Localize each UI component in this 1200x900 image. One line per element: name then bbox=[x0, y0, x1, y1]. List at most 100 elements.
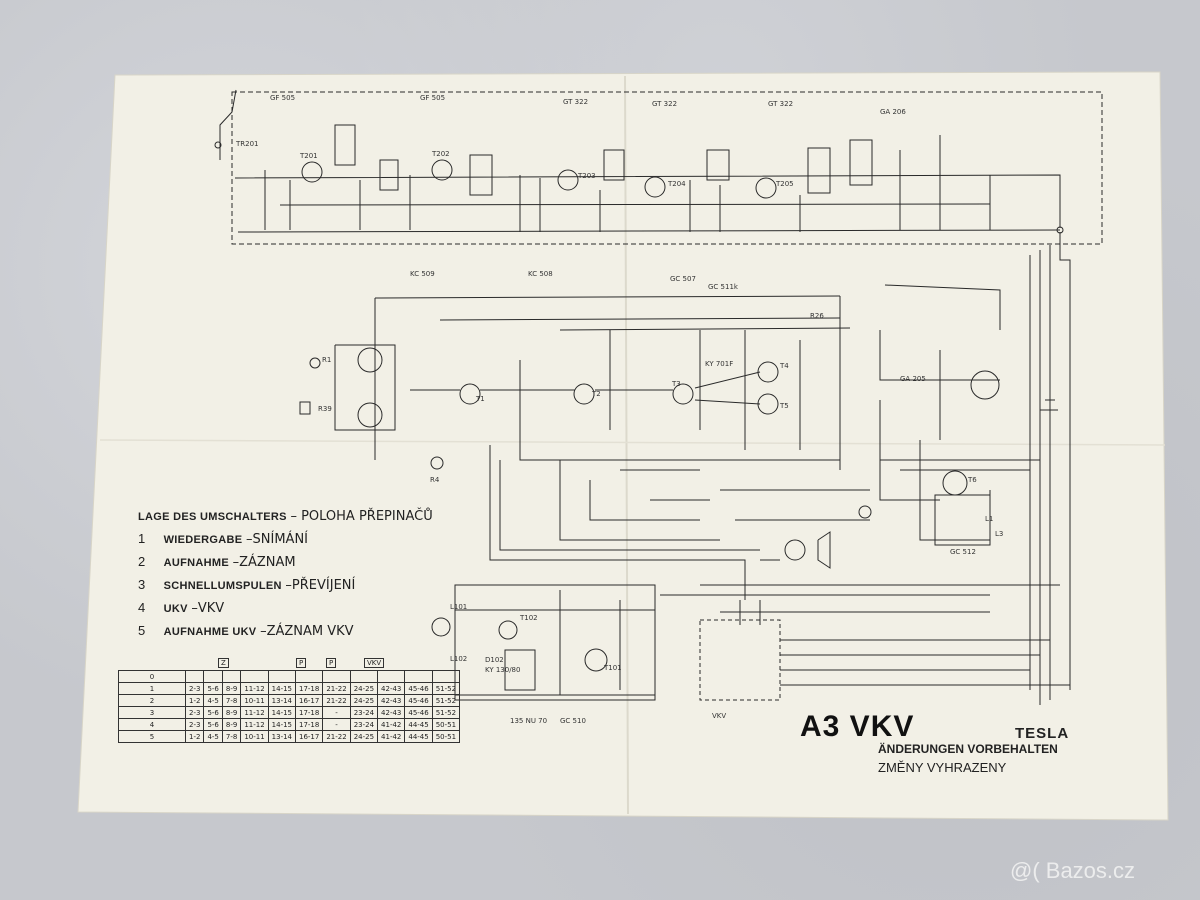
table-cell: 2-3 bbox=[184, 682, 205, 695]
rf-transistor-label: GF 505 bbox=[270, 94, 296, 102]
component-label: R1 bbox=[322, 356, 332, 364]
table-header-mark: Z bbox=[218, 658, 229, 668]
table-header-mark: VKV bbox=[364, 658, 385, 668]
component-label: TR201 bbox=[236, 140, 259, 148]
table-cell: 14-15 bbox=[267, 706, 297, 719]
table-cell: 17-18 bbox=[294, 706, 324, 719]
watermark: @( Bazos.cz bbox=[1010, 858, 1136, 883]
table-cell: 2 bbox=[118, 694, 186, 707]
component-label: T2 bbox=[592, 390, 601, 398]
component-label: R39 bbox=[318, 405, 332, 413]
table-cell: 45-46 bbox=[404, 682, 433, 695]
legend-item-de: UKV bbox=[163, 603, 188, 615]
table-cell: 41-42 bbox=[377, 730, 406, 743]
component-label: L3 bbox=[995, 530, 1004, 538]
brand-name: TESLA bbox=[1015, 725, 1070, 742]
audio-type-label: KY 701F bbox=[705, 360, 734, 368]
table-cell: 11-12 bbox=[240, 718, 269, 731]
table-cell: 17-18 bbox=[294, 718, 324, 731]
component-label: T3 bbox=[672, 380, 681, 388]
table-cell bbox=[240, 670, 269, 683]
table-cell: 24-25 bbox=[349, 694, 379, 707]
table-cell: 11-12 bbox=[240, 682, 269, 695]
table-cell: 8-9 bbox=[221, 682, 242, 695]
table-header-mark: P bbox=[296, 658, 307, 668]
legend-item: 2 AUFNAHME –ZÁZNAM bbox=[138, 554, 296, 570]
table-cell: 10-11 bbox=[240, 730, 269, 743]
component-label: T202 bbox=[432, 150, 450, 158]
table-cell: 23-24 bbox=[349, 718, 379, 731]
model-title: A3 VKV bbox=[800, 710, 915, 743]
legend-item-de: SCHNELLUMSPULEN bbox=[163, 580, 282, 592]
rf-transistor-label: GT 322 bbox=[563, 98, 589, 106]
table-cell: 50-51 bbox=[431, 718, 461, 731]
table-cell: 45-46 bbox=[404, 694, 433, 707]
audio-type-label: KC 508 bbox=[528, 270, 553, 278]
rf-transistor-label: GT 322 bbox=[652, 100, 678, 108]
table-cell: 51-52 bbox=[431, 706, 461, 719]
table-cell bbox=[431, 670, 461, 683]
component-label: L1 bbox=[985, 515, 994, 523]
table-cell: 21-22 bbox=[322, 730, 351, 743]
table-cell: 4 bbox=[118, 718, 186, 731]
component-label: T201 bbox=[300, 152, 318, 160]
legend-title-de: LAGE DES UMSCHALTERS bbox=[138, 511, 287, 523]
legend-item-num: 5 bbox=[138, 623, 146, 638]
table-cell: 42-43 bbox=[377, 682, 406, 695]
table-cell: 7-8 bbox=[221, 730, 242, 743]
legend-item-cz: PŘEVÍJENÍ bbox=[291, 578, 356, 593]
component-label: VKV bbox=[712, 712, 727, 720]
table-cell: 5-6 bbox=[203, 682, 223, 695]
component-label: T204 bbox=[668, 180, 686, 188]
table-cell: 24-25 bbox=[349, 682, 379, 695]
rf-transistor-label: GT 322 bbox=[768, 100, 794, 108]
legend-item-cz: SNÍMÁNÍ bbox=[252, 532, 309, 547]
table-row: 0 bbox=[118, 670, 461, 683]
table-cell: 21-22 bbox=[322, 694, 351, 707]
legend-item: 5 AUFNAHME UKV –ZÁZNAM VKV bbox=[138, 623, 354, 639]
table-cell bbox=[184, 670, 205, 683]
rf-transistor-label: GA 206 bbox=[880, 108, 906, 116]
note-de: ÄNDERUNGEN VORBEHALTEN bbox=[878, 742, 1058, 756]
component-label: R4 bbox=[430, 476, 440, 484]
table-cell: 1-2 bbox=[184, 730, 205, 743]
table-cell: 17-18 bbox=[294, 682, 324, 695]
component-label: D102 bbox=[485, 656, 504, 664]
table-cell: 51-52 bbox=[431, 682, 461, 695]
audio-type-label: GA 205 bbox=[900, 375, 926, 383]
table-cell: 7-8 bbox=[221, 694, 242, 707]
table-cell: 50-51 bbox=[431, 730, 461, 743]
table-cell: 1-2 bbox=[184, 694, 205, 707]
table-cell: - bbox=[322, 718, 351, 731]
legend-item-num: 4 bbox=[138, 600, 146, 615]
component-label: T4 bbox=[780, 362, 789, 370]
component-label: R26 bbox=[810, 312, 824, 320]
rf-transistor-label: GF 505 bbox=[420, 94, 446, 102]
legend-item-cz: ZÁZNAM bbox=[239, 555, 296, 570]
table-cell: 16-17 bbox=[294, 730, 324, 743]
table-cell bbox=[404, 670, 433, 683]
table-cell: 2-3 bbox=[184, 706, 205, 719]
table-cell bbox=[203, 670, 223, 683]
table-cell bbox=[294, 670, 324, 683]
component-label: T101 bbox=[604, 664, 622, 672]
table-cell: - bbox=[322, 706, 351, 719]
table-cell: 16-17 bbox=[294, 694, 324, 707]
audio-type-label: GC 507 bbox=[670, 275, 696, 283]
table-cell: 10-11 bbox=[240, 694, 269, 707]
component-label: T5 bbox=[780, 402, 789, 410]
legend-item-de: WIEDERGABE bbox=[163, 534, 243, 546]
motor-block-label: 135 NU 70 bbox=[510, 717, 548, 725]
component-label: T102 bbox=[520, 614, 538, 622]
legend-title-cz: POLOHA PŘEPINAČŮ bbox=[301, 509, 433, 524]
table-cell: 45-46 bbox=[404, 706, 433, 719]
component-label: KY 130/80 bbox=[485, 666, 521, 674]
table-cell: 0 bbox=[118, 670, 186, 683]
table-cell: 5 bbox=[118, 730, 186, 743]
table-cell: 42-43 bbox=[377, 694, 406, 707]
